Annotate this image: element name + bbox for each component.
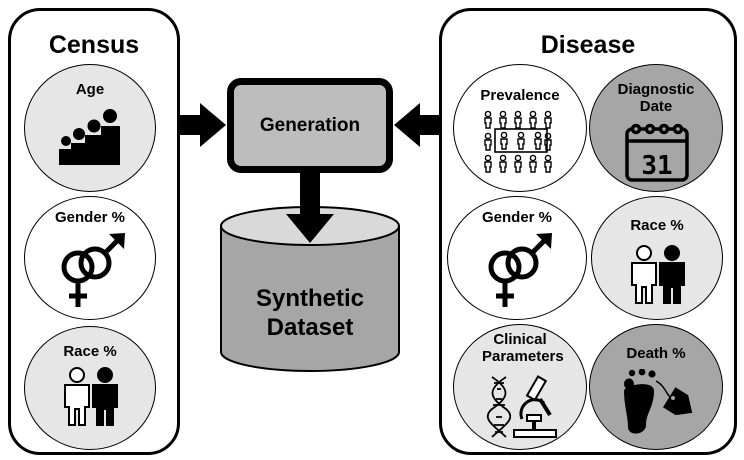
disease-race-circle: Race % (591, 196, 723, 320)
dna-microscope-icon (486, 375, 557, 438)
census-title: Census (48, 31, 140, 59)
generation-box: Generation (227, 78, 393, 173)
disease-title: Disease (540, 31, 636, 59)
disease-gender-label: Gender % (481, 209, 553, 226)
disease-diagnostic-date-label: Diagnostic Date (617, 81, 695, 115)
disease-prevalence-label: Prevalence (480, 87, 560, 104)
arrow-generation-to-dataset (286, 173, 334, 243)
disease-prevalence-circle: Prevalence (453, 64, 587, 192)
census-gender-circle: Gender % (24, 196, 156, 320)
disease-diagnostic-date-circle: Diagnostic Date 31 (589, 64, 723, 192)
two-people-icon (631, 245, 685, 304)
gender-symbols-icon (61, 233, 125, 307)
generation-label: Generation (259, 114, 361, 136)
disease-clinical-parameters-circle: Clinical Parameters (453, 324, 587, 450)
disease-death-circle: Death % (589, 324, 723, 450)
calendar-icon: 31 (625, 123, 689, 182)
disease-race-label: Race % (630, 217, 684, 234)
foot-toe-tag-icon (624, 369, 693, 434)
census-race-circle: Race % (24, 326, 156, 450)
arrow-census-to-generation (180, 103, 226, 147)
census-gender-label: Gender % (54, 209, 126, 226)
population-grid-icon (484, 110, 552, 173)
gender-symbols-icon (488, 233, 552, 307)
disease-death-label: Death % (626, 345, 686, 362)
calendar-day-text: 31 (641, 151, 672, 181)
family-age-icon (59, 109, 120, 165)
disease-clinical-parameters-label: Clinical Parameters (482, 331, 564, 365)
dataset-label-line1: Synthetic (255, 285, 365, 312)
census-age-circle: Age (24, 64, 156, 192)
two-people-icon (64, 367, 118, 426)
arrow-disease-to-generation (394, 103, 439, 147)
census-age-label: Age (75, 81, 105, 98)
census-race-label: Race % (63, 343, 117, 360)
disease-gender-circle: Gender % (447, 196, 587, 320)
dataset-label-line2: Dataset (266, 314, 354, 341)
